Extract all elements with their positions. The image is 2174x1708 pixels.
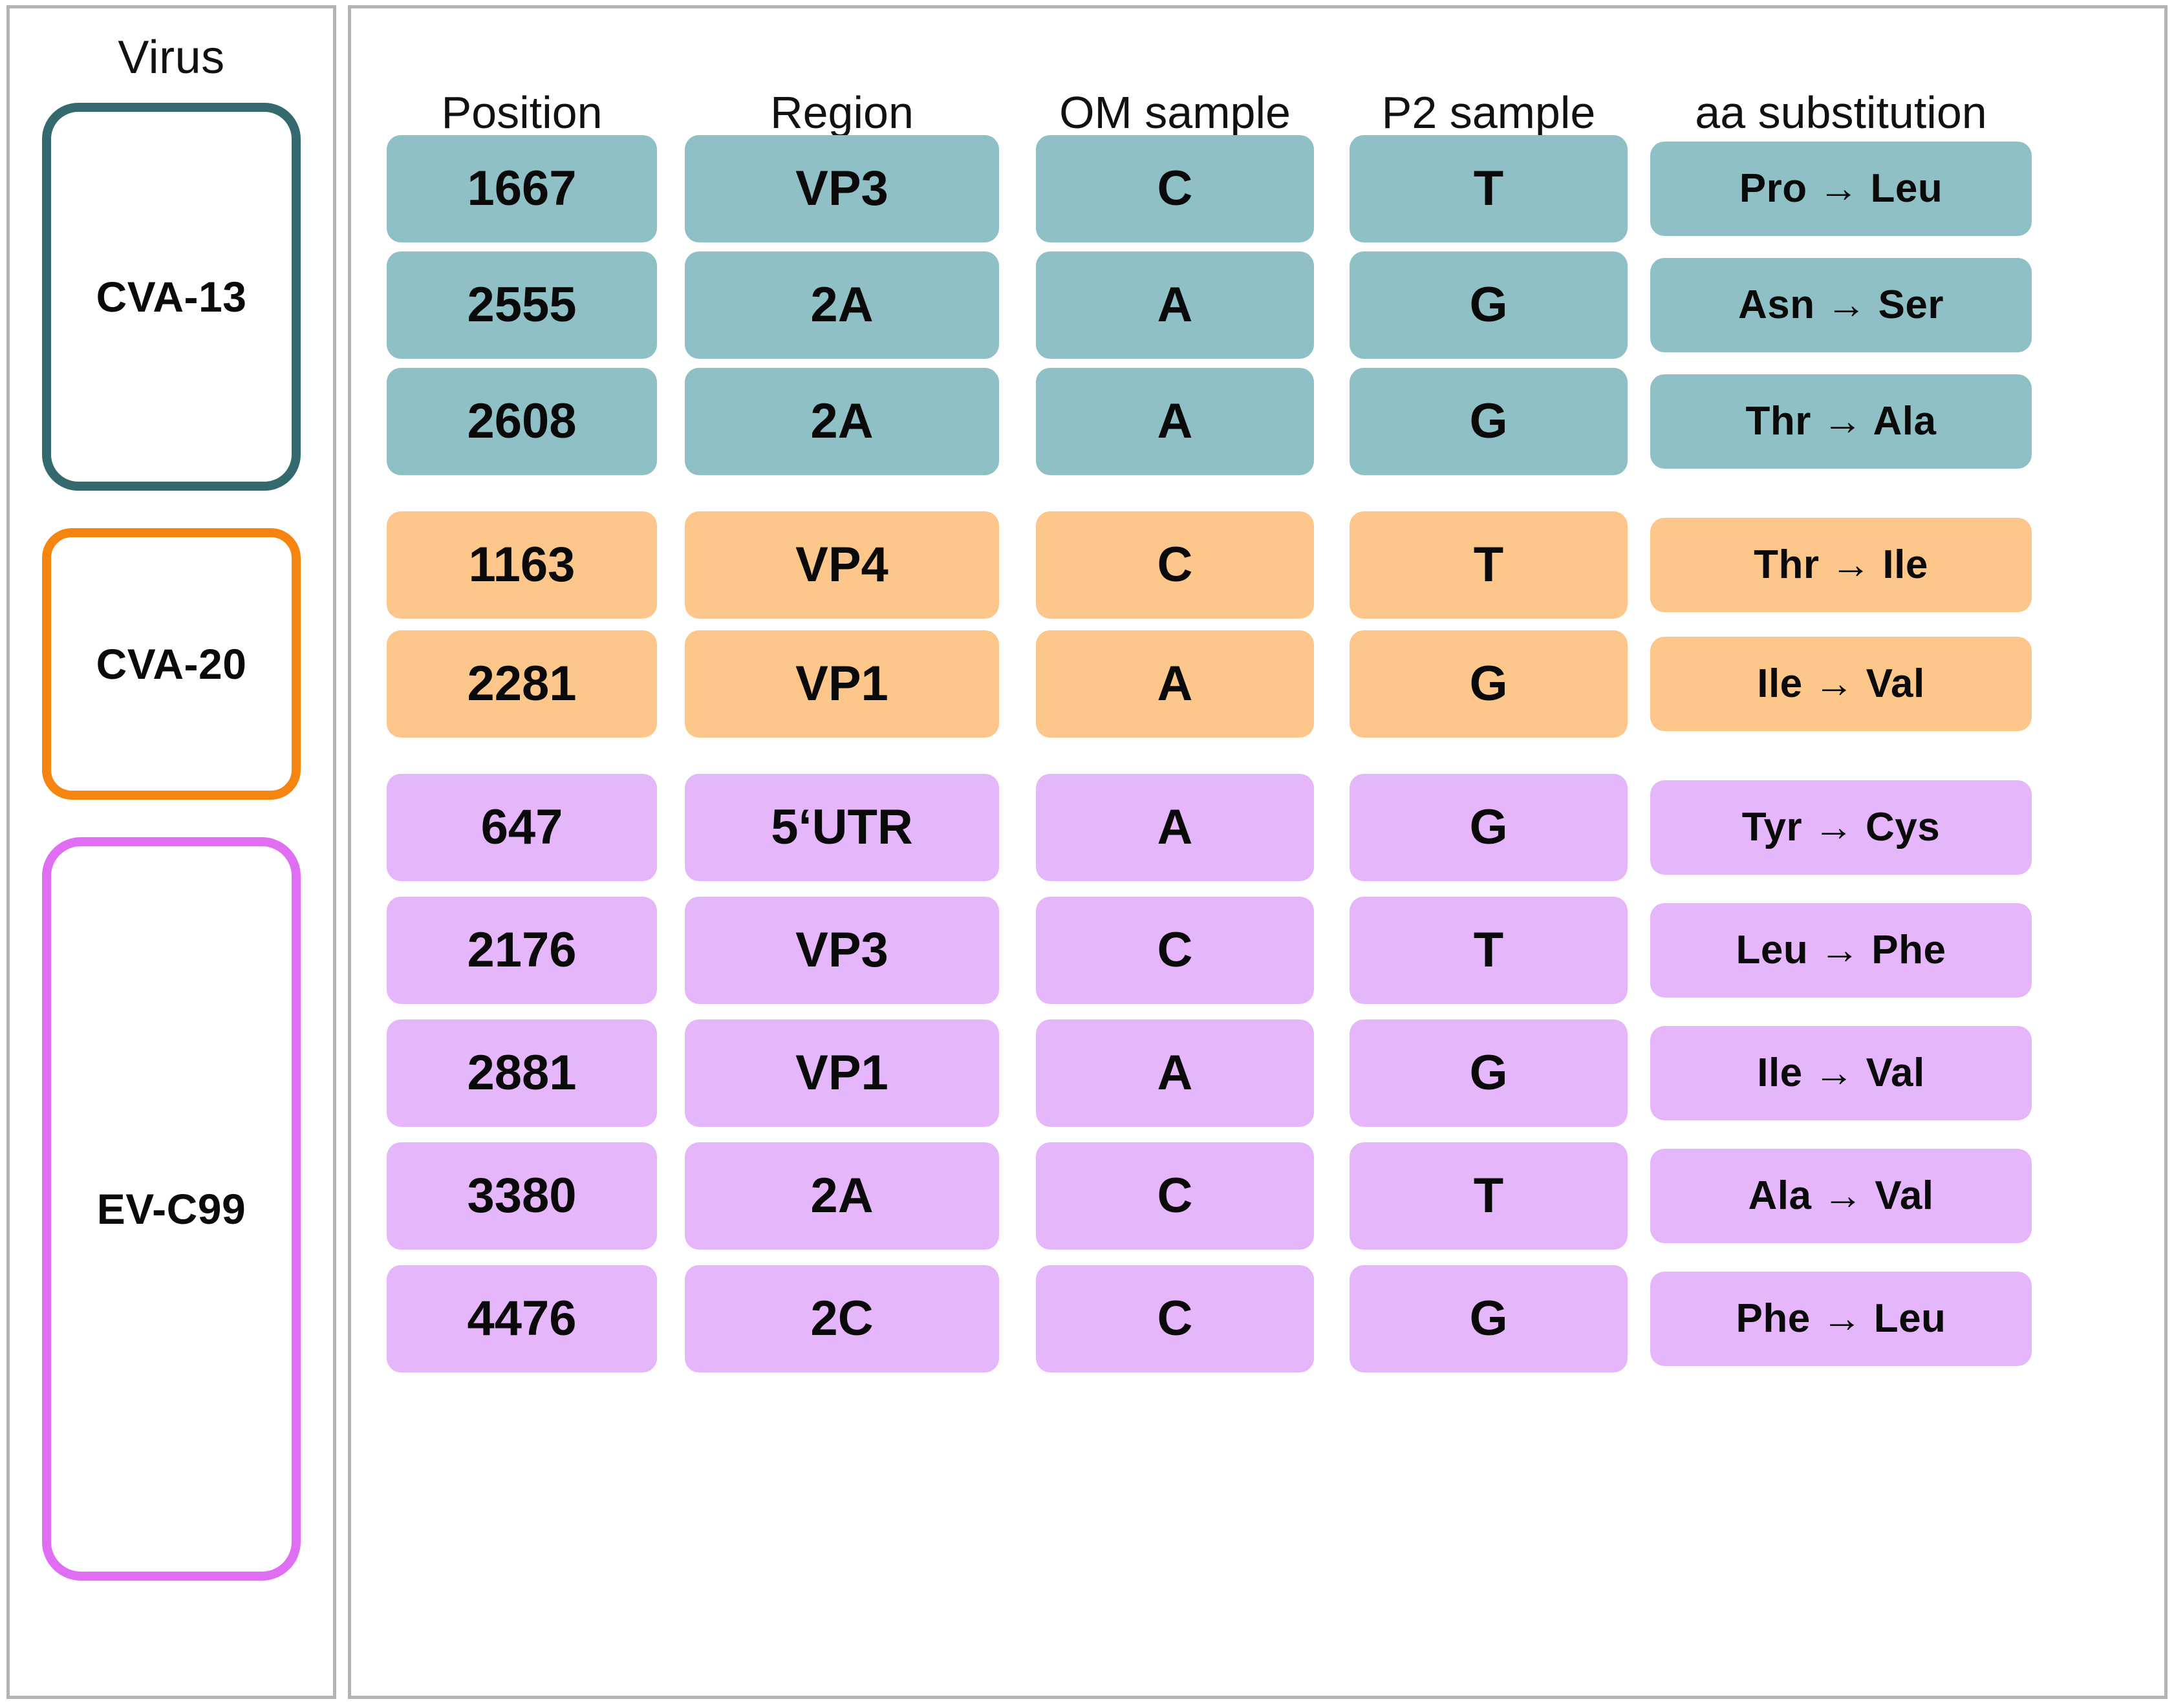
cell-region: 2A [685, 1142, 999, 1250]
cell-position: 1163 [387, 511, 657, 619]
cell-aa-substitution: Phe → Leu [1650, 1272, 2032, 1366]
cell-om-sample: A [1036, 630, 1314, 738]
virus-box-ev-c99: EV-C99 [42, 837, 301, 1581]
table-row: 2281 VP1 A G Ile → Val [373, 630, 2142, 738]
column-header-p2-sample: P2 sample [1381, 87, 1596, 138]
cell-aa-substitution: Ile → Val [1650, 637, 2032, 731]
cell-p2-sample: G [1350, 1265, 1628, 1372]
cell-om-sample: C [1036, 135, 1314, 242]
cell-aa-substitution: Thr → Ala [1650, 374, 2032, 469]
cell-p2-sample: T [1350, 1142, 1628, 1250]
cell-om-sample: C [1036, 511, 1314, 619]
cell-region: 2A [685, 368, 999, 475]
cell-aa-substitution: Pro → Leu [1650, 142, 2032, 236]
table-row: 1163 VP4 C T Thr → Ile [373, 511, 2142, 619]
cell-region: VP3 [685, 135, 999, 242]
cell-position: 2555 [387, 251, 657, 359]
cell-om-sample: A [1036, 774, 1314, 881]
cell-om-sample: A [1036, 1019, 1314, 1127]
cell-aa-substitution: Ala → Val [1650, 1149, 2032, 1243]
column-header-aa-substitution: aa substitution [1695, 87, 1987, 138]
virus-label-cva-20: CVA-20 [96, 640, 247, 688]
cell-position: 647 [387, 774, 657, 881]
virus-box-cva-13: CVA-13 [42, 103, 301, 491]
table-row: 2555 2A A G Asn → Ser [373, 251, 2142, 359]
row-group-ev-c99: 647 5‘UTR A G Tyr → Cys 2176 VP3 C T Leu… [373, 774, 2142, 1372]
table-header-row: Position Region OM sample P2 sample aa s… [373, 15, 2142, 135]
cell-region: VP4 [685, 511, 999, 619]
cell-aa-substitution: Thr → Ile [1650, 518, 2032, 612]
cell-aa-substitution: Asn → Ser [1650, 258, 2032, 352]
cell-position: 2176 [387, 897, 657, 1004]
cell-position: 3380 [387, 1142, 657, 1250]
cell-p2-sample: T [1350, 511, 1628, 619]
mutation-table-panel: Position Region OM sample P2 sample aa s… [348, 5, 2168, 1699]
cell-om-sample: A [1036, 368, 1314, 475]
cell-aa-substitution: Ile → Val [1650, 1026, 2032, 1120]
virus-column-header: Virus [118, 32, 225, 83]
cell-om-sample: C [1036, 897, 1314, 1004]
table-row: 4476 2C C G Phe → Leu [373, 1265, 2142, 1372]
cell-p2-sample: G [1350, 251, 1628, 359]
cell-region: 2A [685, 251, 999, 359]
column-header-om-sample: OM sample [1059, 87, 1291, 138]
cell-region: VP1 [685, 630, 999, 738]
virus-label-cva-13: CVA-13 [96, 273, 247, 321]
cell-p2-sample: G [1350, 630, 1628, 738]
table-row: 647 5‘UTR A G Tyr → Cys [373, 774, 2142, 881]
cell-p2-sample: G [1350, 774, 1628, 881]
table-row: 2881 VP1 A G Ile → Val [373, 1019, 2142, 1127]
cell-region: VP1 [685, 1019, 999, 1127]
cell-position: 2608 [387, 368, 657, 475]
cell-om-sample: A [1036, 251, 1314, 359]
row-group-cva-20: 1163 VP4 C T Thr → Ile 2281 VP1 A G Ile … [373, 511, 2142, 738]
cell-region: 2C [685, 1265, 999, 1372]
cell-position: 2281 [387, 630, 657, 738]
virus-box-stack: CVA-13 CVA-20 EV-C99 [24, 103, 319, 1679]
cell-aa-substitution: Leu → Phe [1650, 903, 2032, 998]
cell-region: VP3 [685, 897, 999, 1004]
cell-aa-substitution: Tyr → Cys [1650, 780, 2032, 875]
column-header-region: Region [770, 87, 914, 138]
cell-p2-sample: T [1350, 135, 1628, 242]
column-header-position: Position [441, 87, 603, 138]
cell-region: 5‘UTR [685, 774, 999, 881]
cell-p2-sample: G [1350, 1019, 1628, 1127]
cell-om-sample: C [1036, 1265, 1314, 1372]
cell-p2-sample: T [1350, 897, 1628, 1004]
table-row: 1667 VP3 C T Pro → Leu [373, 135, 2142, 242]
virus-panel: Virus CVA-13 CVA-20 EV-C99 [6, 5, 336, 1699]
cell-om-sample: C [1036, 1142, 1314, 1250]
cell-position: 1667 [387, 135, 657, 242]
table-row: 2176 VP3 C T Leu → Phe [373, 897, 2142, 1004]
cell-position: 2881 [387, 1019, 657, 1127]
cell-position: 4476 [387, 1265, 657, 1372]
virus-box-cva-20: CVA-20 [42, 528, 301, 800]
table-row: 2608 2A A G Thr → Ala [373, 368, 2142, 475]
virus-label-ev-c99: EV-C99 [96, 1185, 246, 1233]
cell-p2-sample: G [1350, 368, 1628, 475]
row-group-cva-13: 1667 VP3 C T Pro → Leu 2555 2A A G Asn →… [373, 135, 2142, 475]
table-row: 3380 2A C T Ala → Val [373, 1142, 2142, 1250]
